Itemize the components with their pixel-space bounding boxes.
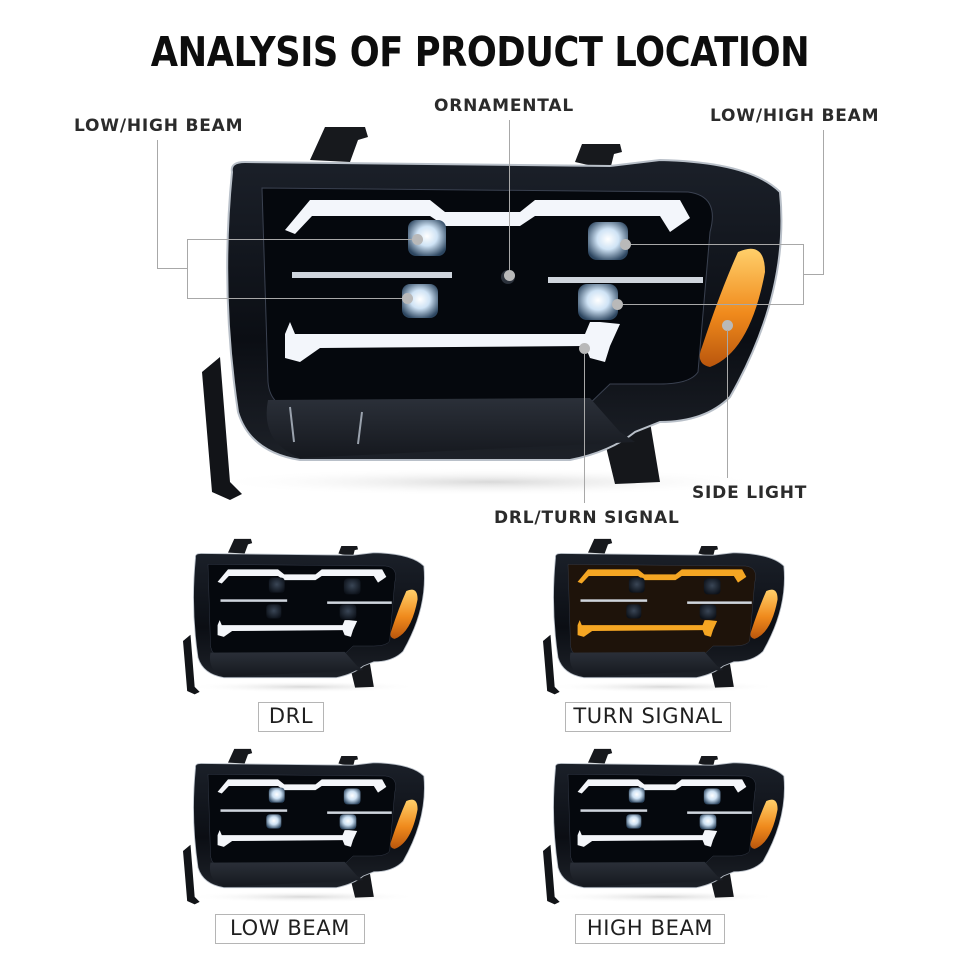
callout-line <box>187 239 417 240</box>
callout-line <box>509 120 510 275</box>
callout-low-high-beam-right: LOW/HIGH BEAM <box>710 106 880 126</box>
callout-line <box>620 304 804 305</box>
callout-dot <box>412 234 423 245</box>
headlight-turn-signal-image <box>538 536 788 696</box>
headlight-drl-image <box>178 536 428 696</box>
callout-line <box>823 130 824 275</box>
callout-line <box>803 244 804 304</box>
callout-line <box>157 140 158 269</box>
mode-label-low-beam: LOW BEAM <box>215 914 365 944</box>
callout-low-high-beam-left: LOW/HIGH BEAM <box>74 116 244 136</box>
callout-dot <box>722 320 733 331</box>
callout-ornamental: ORNAMENTAL <box>434 96 574 116</box>
callout-line <box>630 244 804 245</box>
callout-dot <box>579 343 590 354</box>
callout-drl-turn-signal: DRL/TURN SIGNAL <box>494 508 680 528</box>
callout-dot <box>402 293 413 304</box>
headlight-low-beam-image <box>178 746 428 906</box>
mode-label-turn-signal: TURN SIGNAL <box>565 702 731 732</box>
callout-line <box>803 274 824 275</box>
callout-side-light: SIDE LIGHT <box>692 483 808 503</box>
callout-dot <box>612 299 623 310</box>
mode-label-drl: DRL <box>258 702 324 732</box>
mode-label-high-beam: HIGH BEAM <box>575 914 725 944</box>
callout-dot <box>504 270 515 281</box>
callout-line <box>187 298 407 299</box>
headlight-high-beam-image <box>538 746 788 906</box>
page-title: ANALYSIS OF PRODUCT LOCATION <box>150 28 810 76</box>
callout-line <box>727 330 728 478</box>
callout-line <box>157 268 187 269</box>
headlight-main-image <box>190 122 790 502</box>
callout-line <box>187 239 188 299</box>
callout-line <box>584 353 585 503</box>
callout-dot <box>620 239 631 250</box>
